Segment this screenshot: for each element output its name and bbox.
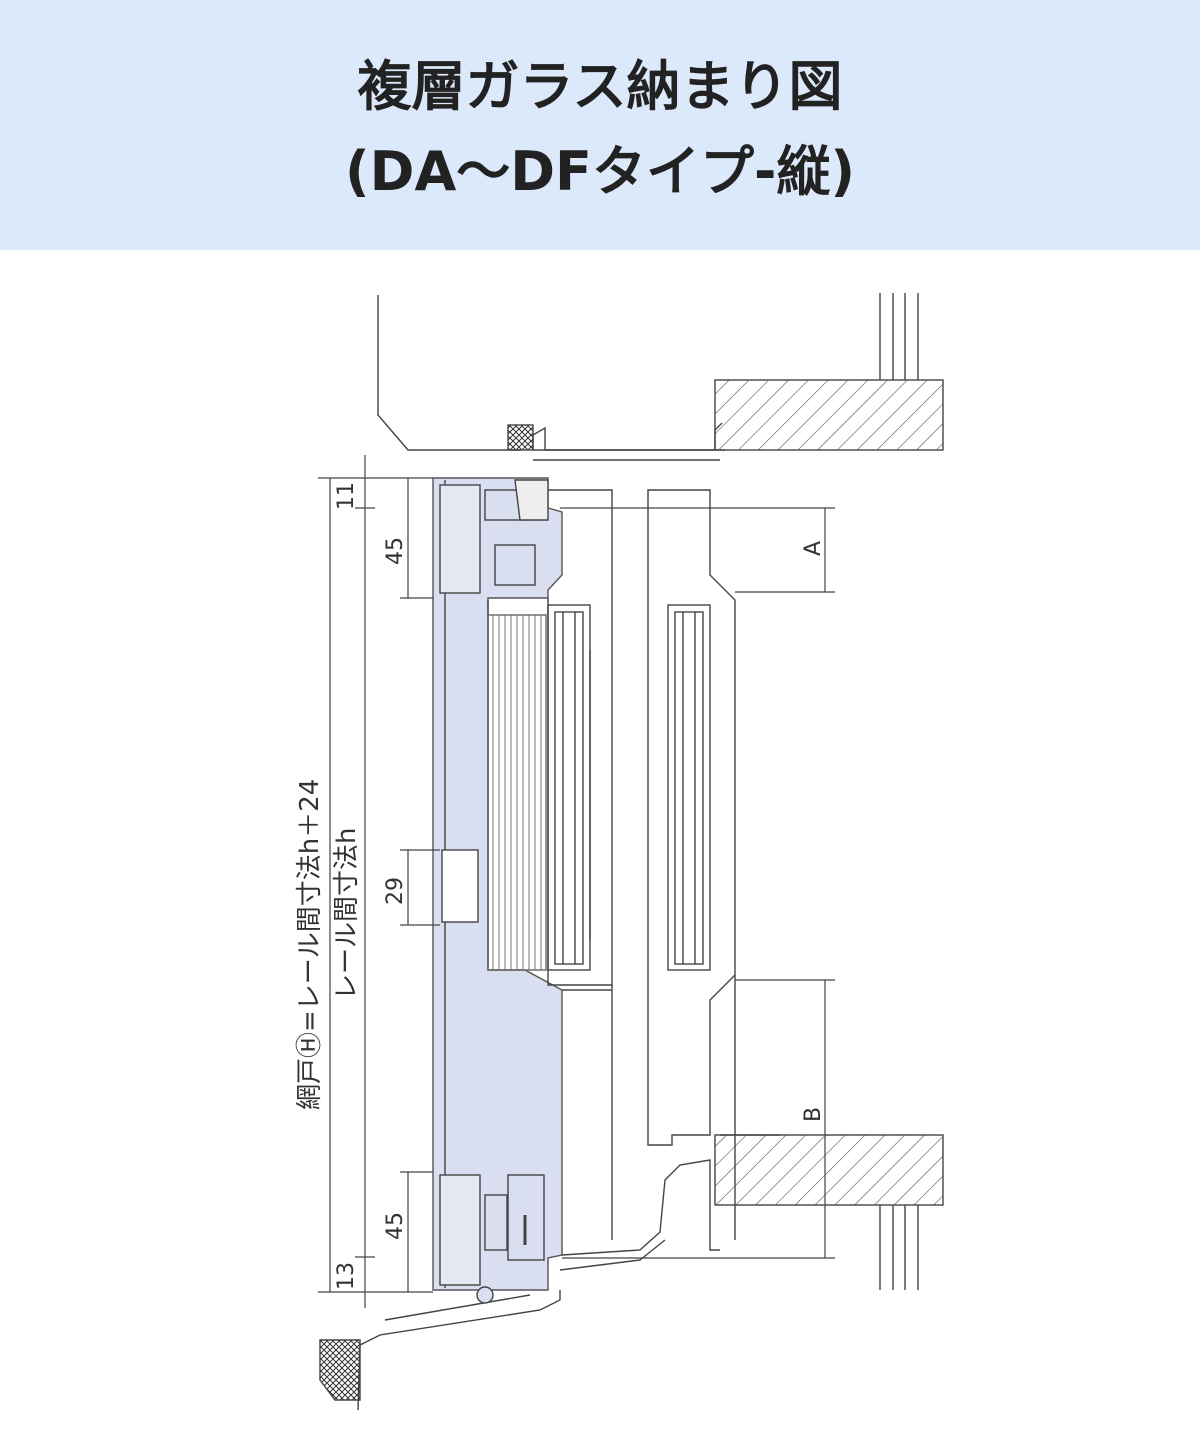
dim-bot-13: 13 [334,1262,359,1290]
lower-sealant [319,1339,361,1401]
top-sealant [507,424,534,451]
dim-a: A [801,541,826,556]
exterior-sill [357,1290,561,1411]
section-drawing: 網戸Ⓗ=レール間寸法h＋24 レール間寸法h 11 45 29 45 13 A … [295,293,944,1411]
dim-b: B [801,1107,826,1122]
label-screen-height: 網戸Ⓗ=レール間寸法h＋24 [295,779,325,1110]
title-line-2: (DA〜DFタイプ-縦) [344,140,856,203]
title-banner: 複層ガラス納まり図 (DA〜DFタイプ-縦) [0,0,1200,250]
title-line-1: 複層ガラス納まり図 [357,55,843,118]
upper-right-wall [714,379,944,451]
middle-bar [441,849,479,923]
dim-bot-45: 45 [383,1212,408,1240]
lower-right-wall [714,1134,944,1206]
pleated-screen [487,614,547,971]
label-rail-gap: レール間寸法h [332,828,362,1000]
upper-wall-outline [377,295,520,451]
dim-mid-29: 29 [383,877,408,905]
dim-top-11: 11 [334,482,359,510]
outer-sash [647,489,736,1146]
dim-top-45: 45 [383,537,408,565]
